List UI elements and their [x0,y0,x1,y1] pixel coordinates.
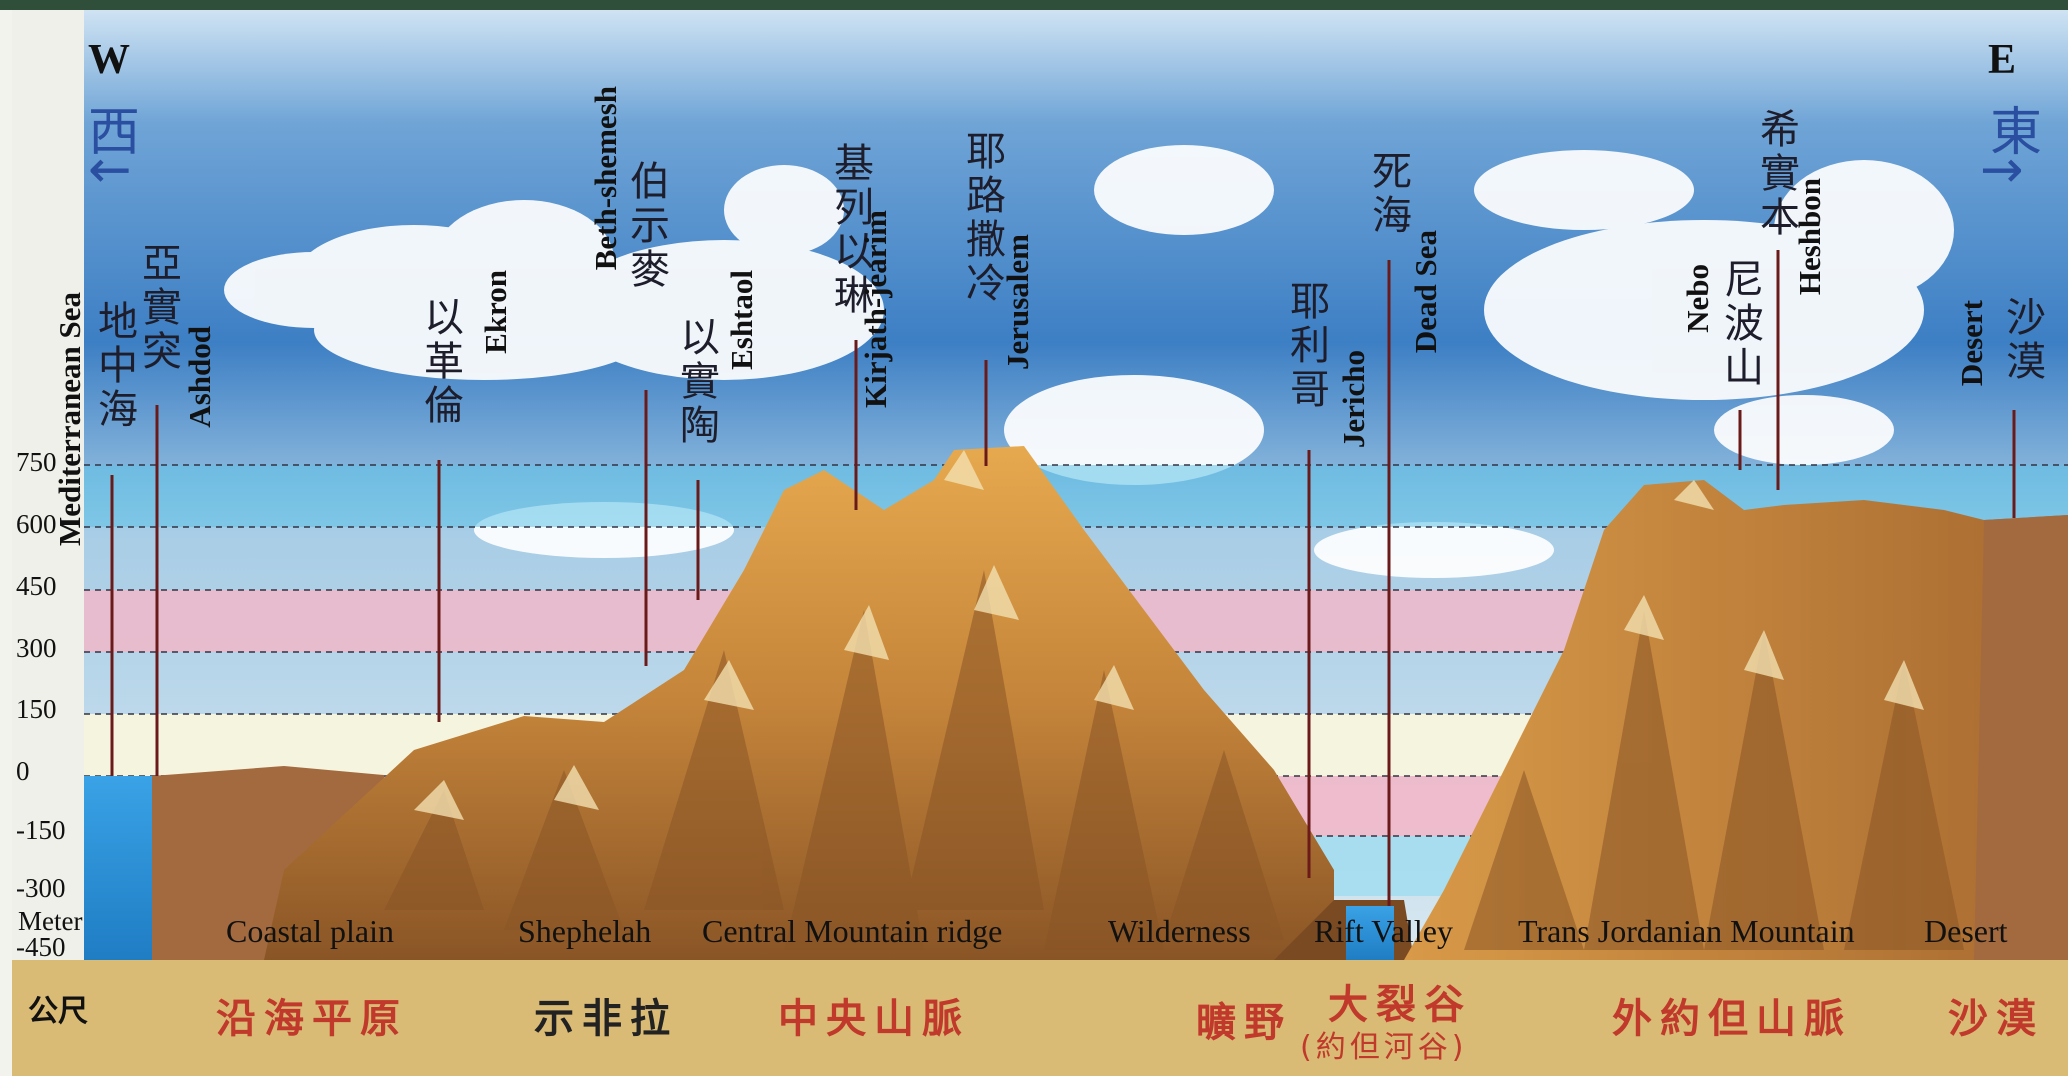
tick-450: 450 [16,571,57,601]
place-en-heshbon: Heshbon [1792,178,1827,296]
region-cn-wilderness: 曠野 [1196,1000,1292,1046]
tick-neg450: -450 [16,932,66,962]
region-en-coastal-plain: Coastal plain [226,913,394,949]
unit-meter: Meter [18,906,83,936]
place-en-ashdod: Ashdod [182,326,217,428]
region-cn-jordan-valley: (約但河谷) [1300,1030,1468,1065]
place-en-ekron: Ekron [478,270,513,354]
region-en-shephelah: Shephelah [518,913,652,949]
place-cn-desert: 沙漠 [1999,296,2045,384]
place-en-dead-sea: Dead Sea [1408,230,1443,354]
place-cn-nebo: 尼波山 [1717,258,1763,390]
region-en-wilderness: Wilderness [1108,913,1251,949]
west-cn: 西 [88,103,141,163]
tick-0: 0 [16,756,30,786]
region-band [12,960,2068,1076]
place-cn-ekron: 以革倫 [417,296,463,428]
place-en-kirjath-jearim: Kirjath-jearim [858,210,893,408]
east-letter: E [1988,37,2017,83]
unit-cn: 公尺 [28,994,88,1029]
region-cn-central-mountain: 中央山脈 [778,996,970,1042]
place-en-desert: Desert [1954,300,1989,387]
region-en-trans-jordanian-mountain: Trans Jordanian Mountain [1518,913,1855,949]
place-cn-ashdod: 亞實突 [135,242,181,374]
place-en-jerusalem: Jerusalem [1000,234,1035,371]
place-cn-beth-shemesh: 伯示麥 [623,160,669,292]
region-en-central-mountain-ridge: Central Mountain ridge [702,913,1003,949]
tick-600: 600 [16,509,57,539]
tick-300: 300 [16,633,57,663]
place-cn-heshbon: 希實本 [1753,108,1799,240]
place-cn-dead-sea: 死海 [1365,150,1411,238]
tick-neg300: -300 [16,873,66,903]
tick-150: 150 [16,694,57,724]
place-en-mediterranean: Mediterranean Sea [52,292,87,546]
region-cn-coastal-plain: 沿海平原 [216,996,408,1042]
region-cn-shephelah: 示非拉 [534,996,678,1042]
place-cn-kirjath-jearim: 基列以琳 [827,142,873,318]
region-en-desert: Desert [1924,913,2008,949]
place-cn-jerusalem: 耶路撒冷 [959,130,1005,306]
elevation-ruler [12,10,84,960]
region-cn-rift-valley: 大裂谷 [1328,982,1472,1028]
tick-neg150: -150 [16,815,66,845]
east-arrow-icon: → [1980,140,2024,200]
place-en-eshtaol: Eshtaol [724,270,759,370]
place-cn-eshtaol: 以實陶 [673,316,719,448]
place-en-beth-shemesh: Beth-shemesh [588,86,623,271]
terrain-scene [84,10,2068,960]
region-cn-desert: 沙漠 [1948,996,2044,1042]
east-cn: 東 [1990,103,2043,163]
region-en-rift-valley: Rift Valley [1314,913,1453,949]
tick-750: 750 [16,447,57,477]
west-letter: W [88,37,130,83]
place-cn-mediterranean: 地中海 [91,300,137,432]
region-cn-trans-jordan: 外約但山脈 [1612,996,1852,1042]
top-border [0,0,2068,10]
west-arrow-icon: ← [88,140,132,200]
place-en-jericho: Jericho [1336,350,1371,449]
place-cn-jericho: 耶利哥 [1283,280,1329,412]
place-en-nebo: Nebo [1680,264,1715,333]
